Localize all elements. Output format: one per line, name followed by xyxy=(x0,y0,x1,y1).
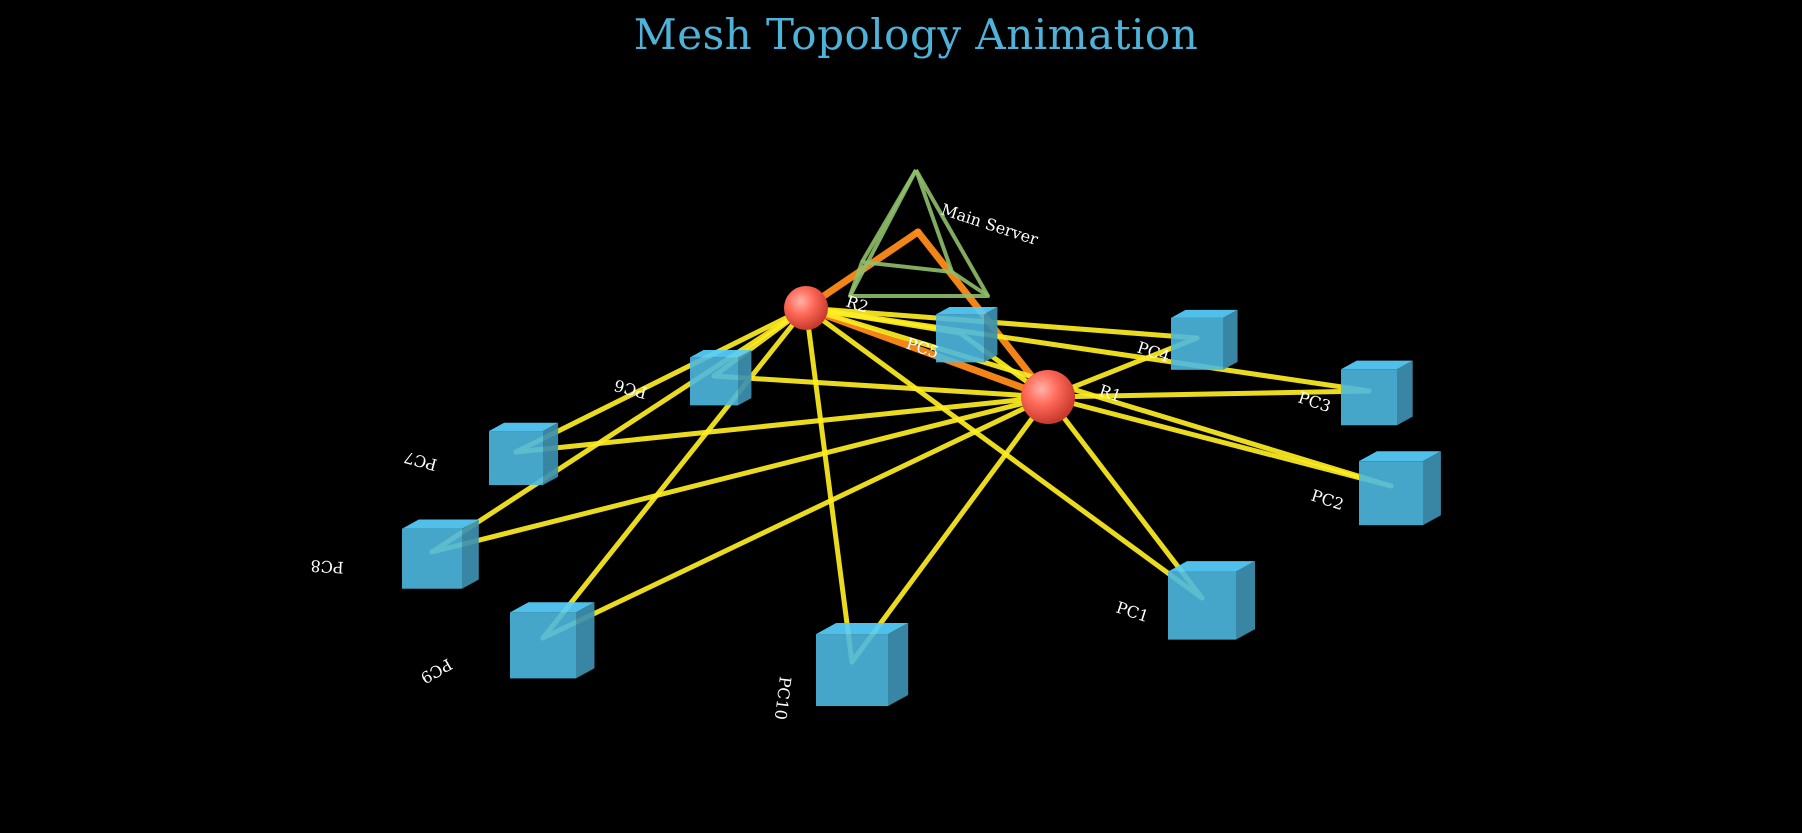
router-layer xyxy=(784,286,1075,424)
pc5-label: PC5 xyxy=(904,334,941,362)
server-edge xyxy=(860,168,918,264)
edge-r1-pc7 xyxy=(513,394,1051,455)
cube-top xyxy=(1341,360,1413,370)
edge-r2-pc8 xyxy=(429,305,809,555)
cube-top xyxy=(816,622,909,635)
cube-side xyxy=(576,602,595,679)
cube-side xyxy=(1236,561,1256,640)
pc2-label: PC2 xyxy=(1309,486,1346,514)
pc8-cube-icon xyxy=(402,519,479,589)
cube-side xyxy=(1223,309,1238,370)
cube-front xyxy=(1171,317,1223,370)
pc2-cube-icon xyxy=(1359,451,1441,526)
edge-r2-pc4 xyxy=(803,305,1200,341)
pc1-cube-icon xyxy=(1168,561,1256,640)
pc1-label: PC1 xyxy=(1114,598,1151,626)
pc-layer xyxy=(402,306,1441,707)
edge-r2-pc1 xyxy=(803,305,1205,601)
server-node xyxy=(848,168,990,298)
server-layer xyxy=(848,168,990,298)
cube-top xyxy=(1171,309,1238,318)
server-edge xyxy=(914,169,954,273)
cube-front xyxy=(1341,369,1397,426)
cube-front xyxy=(510,612,576,679)
pc9-label: PC9 xyxy=(417,655,455,688)
cube-side xyxy=(1423,451,1441,526)
cube-top xyxy=(936,306,998,315)
pc5-cube-icon xyxy=(936,306,998,363)
cube-top xyxy=(510,602,595,613)
edge-r1-pc1 xyxy=(1045,394,1205,601)
cube-front xyxy=(936,314,984,363)
cube-side xyxy=(462,519,479,589)
pc7-cube-icon xyxy=(489,422,559,486)
cube-front xyxy=(402,528,462,589)
edge-r2-pc2 xyxy=(803,305,1394,489)
edge-r1-pc6 xyxy=(711,373,1051,400)
pc6-label: PC6 xyxy=(612,376,649,403)
cube-top xyxy=(690,349,752,358)
cube-side xyxy=(984,306,998,363)
cube-top xyxy=(489,422,559,432)
edge-r2-pc9 xyxy=(540,305,809,641)
cube-front xyxy=(816,634,888,707)
server-label: Main Server xyxy=(939,200,1041,249)
edge-r2-pc5 xyxy=(803,305,963,336)
pc4-cube-icon xyxy=(1171,309,1238,370)
cube-top xyxy=(1359,451,1441,462)
cube-side xyxy=(1397,360,1413,426)
cube-front xyxy=(489,431,543,486)
pc8-label: PC8 xyxy=(310,556,344,577)
cube-front xyxy=(690,357,738,406)
pc9-cube-icon xyxy=(510,602,595,679)
r2-sphere-icon xyxy=(784,286,828,330)
cube-top xyxy=(402,519,479,529)
edge-r2-pc7 xyxy=(513,305,809,455)
pc10-label: PC10 xyxy=(771,676,795,721)
cube-side xyxy=(543,422,559,486)
edges-layer xyxy=(429,228,1394,665)
pc10-cube-icon xyxy=(816,622,909,707)
edge-r2-pc10 xyxy=(803,305,855,665)
edge-r1-pc8 xyxy=(429,394,1051,555)
pc6-cube-icon xyxy=(690,349,752,406)
edge-r1-pc9 xyxy=(540,394,1051,641)
edge-r1-pc10 xyxy=(849,394,1051,665)
server-edge xyxy=(914,169,990,297)
page-title: Mesh Topology Animation xyxy=(633,10,1199,59)
pc3-cube-icon xyxy=(1341,360,1413,426)
cube-side xyxy=(888,622,909,707)
cube-front xyxy=(1359,461,1423,526)
cube-side xyxy=(738,349,752,406)
pc7-label: PC7 xyxy=(402,448,439,475)
cube-top xyxy=(1168,561,1256,572)
cube-front xyxy=(1168,571,1236,640)
r1-sphere-icon xyxy=(1021,370,1075,424)
